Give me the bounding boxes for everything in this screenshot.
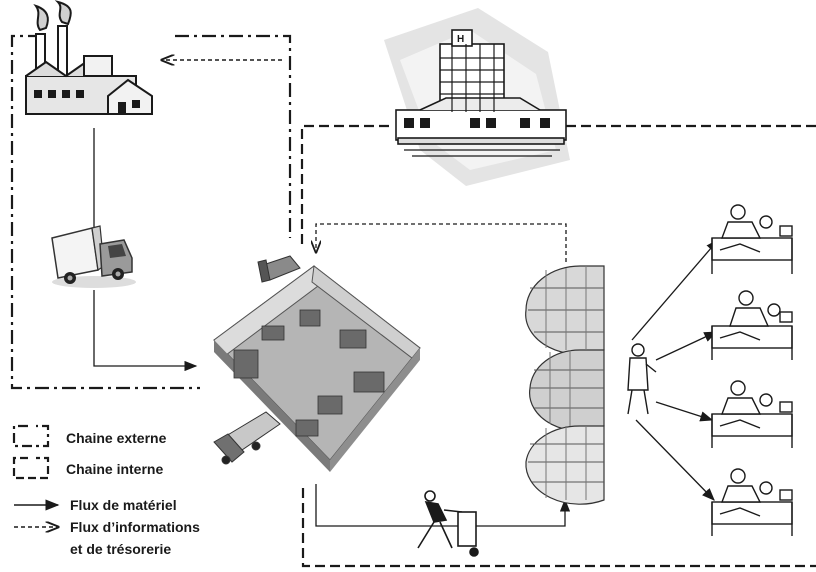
external-chain-lines: [10, 34, 292, 390]
legend-info-label-line2: et de trésorerie: [70, 541, 172, 557]
legend-info-label-line1: Flux d’informations: [70, 519, 200, 535]
patient-bed-icon: [711, 204, 793, 536]
legend: [12, 424, 60, 527]
info-flow-arrow: [316, 223, 567, 262]
hand-cart-worker-icon: [417, 490, 479, 557]
hospital-icon: H: [384, 8, 570, 186]
material-flow-arrows: [93, 128, 719, 527]
nurse-icon: [627, 343, 657, 415]
factory-icon: [25, 0, 153, 115]
legend-internal-label: Chaine interne: [66, 461, 164, 477]
legend-internal-symbol: [12, 456, 50, 480]
warehouse-truck-top: [257, 255, 301, 283]
legend-external-symbol: [12, 424, 50, 448]
warehouse-icon: [213, 255, 421, 472]
legend-material-label: Flux de matériel: [70, 497, 177, 513]
warehouse-truck-bottom: [213, 411, 281, 465]
pharmacy-shelves-icon: [525, 265, 605, 505]
hospital-sign: H: [457, 34, 464, 45]
internal-chain-lines: [300, 124, 816, 568]
legend-external-label: Chaine externe: [66, 430, 167, 446]
truck-icon: [51, 225, 136, 288]
